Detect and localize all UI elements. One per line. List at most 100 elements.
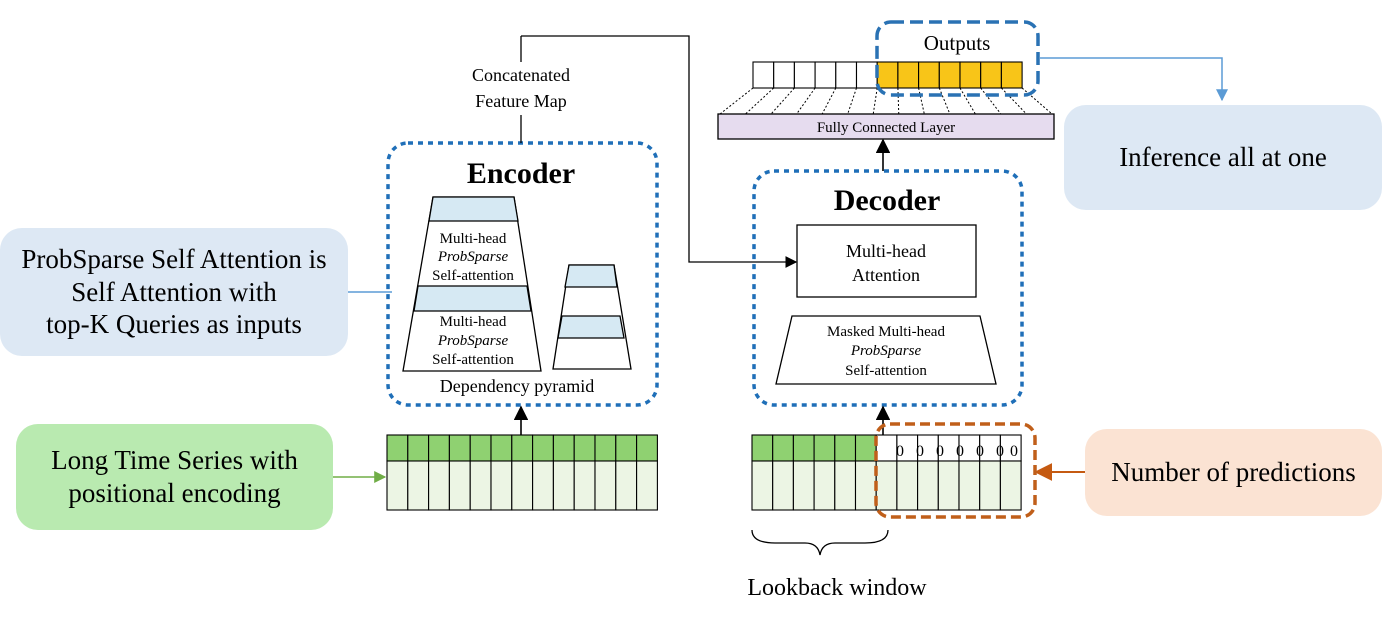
encoder-block2-line1: Multi-head [440,314,507,330]
encoder-input-top-cell [490,434,513,462]
pyramid-layer-1 [564,264,618,288]
encoder-input-top-cell [448,434,471,462]
encoder-block1-line2: ProbSparse [437,249,509,265]
encoder-input-bottom-cell [636,460,658,511]
probsparse-callout: ProbSparse Self Attention is Self Attent… [0,228,348,356]
decoder-input-bottom-cell [813,460,836,511]
encoder-input-top-cell [386,434,409,462]
dependency-pyramid-label: Dependency pyramid [440,376,594,396]
concat-label-line1: Concatenated [472,65,570,85]
encoder-input-bottom-cell [448,460,471,511]
decoder-input-bottom-cell [854,460,877,511]
output-cell [793,61,816,89]
encoder-input-bottom-cell [511,460,534,511]
decoder-input-bottom-cell [834,460,857,511]
encoder-input-bottom-cell [573,460,596,511]
zero-cell: 0 [916,443,924,460]
decoder-input-bottom-cell [999,460,1022,511]
predictions-frame [874,422,1037,519]
prediction-output-cell [918,61,940,89]
masked-line1: Masked Multi-head [827,324,945,340]
encoder-block1-line3: Self-attention [432,268,514,284]
output-connection-line [745,87,775,115]
masked-line2: ProbSparse [850,343,922,359]
output-connection-line [980,87,1002,115]
decoder-input-known-cell [813,434,836,462]
output-cell [752,61,775,89]
inference-connector [1040,57,1228,102]
encoder-input-top-cell [552,434,575,462]
encoder-input-bottom-cell [532,460,554,511]
encoder-input-top-cell [469,434,492,462]
encoder-input-bottom-cell [552,460,575,511]
prediction-output-cell [980,61,1002,89]
output-cell [773,61,795,89]
output-connection-line [821,87,837,115]
outputs-label: Outputs [924,31,991,55]
attention-line1: Multi-head [846,241,926,261]
output-connection-line [847,87,857,115]
decoder-input-bottom-cell [772,460,794,511]
output-connection-line [1001,87,1027,115]
attention-line2: Attention [852,265,920,285]
output-connection-line [897,87,900,115]
decoder-input-bottom-cell [875,460,898,511]
output-connection-line [796,87,816,115]
zero-cell: 0 [976,443,984,460]
encoder-input-bottom-cell [490,460,513,511]
pyramid-layer-2 [557,315,625,339]
encoder-input-bottom-cell [615,460,638,511]
decoder-input-bottom-cell [896,460,919,511]
zero-cell: 0 [1010,443,1018,460]
encoder-block2-line3: Self-attention [432,352,514,368]
output-cell [855,61,878,89]
encoder-input-bottom-cell [386,460,409,511]
encoder-input-bottom-cell [469,460,492,511]
encoder-layer-1-cap [428,196,519,222]
zero-cell: 0 [936,443,944,460]
zero-cell: 0 [896,443,904,460]
encoder-input-top-cell [573,434,596,462]
encoder-to-decoder-arrow [521,35,798,268]
decoder-input-grid [751,434,1022,511]
encoder-input-bottom-cell [428,460,450,511]
fc-layer-label: Fully Connected Layer [817,120,955,136]
prediction-output-cell [959,61,982,89]
decoder-input-bottom-cell [792,460,815,511]
decoder-input-known-cell [834,434,857,462]
encoder-input-top-cell [407,434,430,462]
encoder-title: Encoder [467,157,575,190]
encoder-input-top-cell [428,434,450,462]
decoder-input-known-cell [854,434,877,462]
decoder-input-known-cell [772,434,794,462]
output-connection-line [938,87,951,115]
decoder-input-bottom-cell [917,460,939,511]
output-connection-line [719,87,754,115]
prediction-output-cell [1000,61,1023,89]
encoder-block2-line2: ProbSparse [437,333,509,349]
decoder-input-zero-cell [875,434,898,462]
prediction-output-cell [876,61,899,89]
encoder-input-top-cell [594,434,617,462]
encoder-input-top-cell [532,434,554,462]
decoder-input-bottom-cell [937,460,960,511]
output-cell [814,61,837,89]
encoder-input-bottom-cell [594,460,617,511]
masked-attention-block [775,315,997,385]
outputs-frame [875,20,1040,97]
encoder-input-bottom-cell [407,460,430,511]
decoder-frame [752,169,1024,407]
encoder-input-grid [386,434,658,511]
long-series-callout: Long Time Series with positional encodin… [16,424,333,530]
zero-cell: 0 [956,443,964,460]
output-cell [835,61,858,89]
encoder-input-top-cell [615,434,638,462]
inference-callout: Inference all at one [1064,105,1382,210]
encoder-input-top-cell [511,434,534,462]
decoder-title: Decoder [834,184,941,217]
encoder-frame [386,141,659,407]
num-predictions-callout: Number of predictions [1085,429,1382,516]
output-connection-line [770,87,795,115]
